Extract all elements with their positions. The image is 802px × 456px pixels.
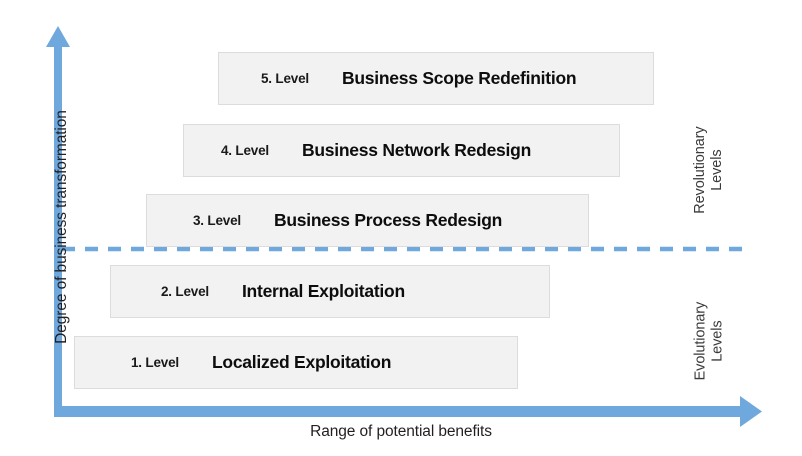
level-box-2[interactable]: 2. Level Internal Exploitation [110,265,550,318]
level-3-name: Business Process Redesign [273,210,503,230]
x-axis-label: Range of potential benefits [310,423,492,440]
group-label-revolutionary: Revolutionary Levels [692,85,726,255]
level-1-name: Localized Exploitation [211,352,392,372]
group-label-evolutionary: Evolutionary Levels [692,264,726,419]
level-2-name: Internal Exploitation [241,281,405,301]
group-label-revolutionary-line1: Revolutionary [691,126,708,214]
level-box-5[interactable]: 5. Level Business Scope Redefinition [218,52,654,105]
level-box-3[interactable]: 3. Level Business Process Redesign [146,194,589,247]
level-4-number: 4. Level [221,143,269,158]
group-label-revolutionary-line2: Levels [709,149,725,191]
group-label-evolutionary-line1: Evolutionary [692,301,709,381]
level-5-number: 5. Level [261,71,309,86]
y-axis-label: Degree of business transformation [53,110,70,344]
level-box-1[interactable]: 1. Level Localized Exploitation [74,336,518,389]
level-box-4[interactable]: 4. Level Business Network Redesign [183,124,620,177]
level-2-number: 2. Level [161,284,209,299]
level-5-name: Business Scope Redefinition [341,68,577,88]
level-4-name: Business Network Redesign [301,140,532,160]
group-label-evolutionary-line2: Levels [709,320,726,362]
level-3-number: 3. Level [193,213,241,228]
level-1-number: 1. Level [131,355,179,370]
